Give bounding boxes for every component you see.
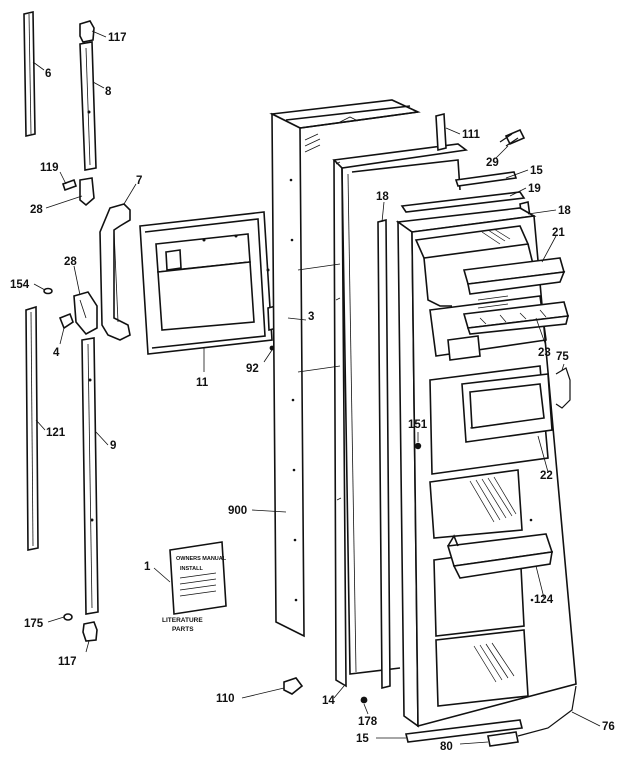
part-6-trim-strip [23,11,36,137]
part-11-dispenser-housing [139,211,273,355]
part-76-wire [517,685,577,737]
part-111-strip [435,112,447,152]
callout-154: 154 [10,279,30,291]
part-175-screw [63,613,73,621]
inner-door-liner [395,207,577,728]
part-15-bottom-trim [405,719,523,743]
callout-29: 29 [486,157,499,169]
part-75-wire [555,367,571,409]
part-7-handle [99,203,131,341]
callout-119: 119 [40,162,59,174]
part-28-lower-bracket [73,291,98,336]
callout-8: 8 [105,86,112,98]
callout-14: 14 [322,695,335,707]
callout-75: 75 [556,351,569,363]
callout-178: 178 [358,716,378,728]
callout-15-top: 15 [530,165,543,177]
part-121-trim-strip [25,305,39,551]
leader-lines [32,30,601,745]
part-18-left-strip [377,218,391,690]
part-4-clip [58,312,74,330]
literature-card-subtitle: INSTALL [180,566,203,572]
part-9-channel [81,337,99,615]
callout-9: 9 [110,440,116,452]
callout-117-top: 117 [108,32,127,44]
part-22-dispenser-cover [461,373,553,443]
callout-80: 80 [440,741,453,753]
callout-3: 3 [308,311,314,323]
literature-card-title: OWNERS MANUAL [176,556,227,562]
part-124-door-bin [446,533,554,579]
callout-111: 111 [462,129,481,141]
callout-151: 151 [408,419,428,431]
callout-labels: 117 6 8 119 28 7 28 154 4 121 9 11 92 3 … [10,32,615,753]
part-15-top-cap [454,171,518,187]
callout-11: 11 [196,377,209,389]
callout-117-bottom: 117 [58,656,77,668]
callout-28-upper: 28 [30,204,43,216]
part-151-screw [414,442,422,450]
callout-110: 110 [216,693,235,705]
callout-4: 4 [53,347,60,359]
part-178-screw [360,696,368,704]
callout-121: 121 [46,427,66,439]
part-14-gasket [332,143,469,688]
callout-15-bottom: 15 [356,733,369,745]
part-23-shelf [462,301,570,335]
callout-7: 7 [136,175,142,187]
callout-18-right: 18 [558,205,571,217]
part-80-clip [487,731,519,747]
part-8-channel [79,41,97,171]
callout-92: 92 [246,363,259,375]
callout-21: 21 [552,227,565,239]
literature-caption-line2: PARTS [172,626,194,633]
part-21-shelf [462,257,566,295]
callout-19: 19 [528,183,541,195]
part-29-screws [499,128,526,147]
callout-18-left: 18 [376,191,389,203]
callout-1: 1 [144,561,151,573]
part-119-screw [61,178,78,192]
callout-900: 900 [228,505,247,517]
callout-175: 175 [24,618,44,630]
callout-23: 23 [538,347,551,359]
part-154-screw [43,287,53,295]
callout-28-lower: 28 [64,256,77,268]
part-117-bottom-cap [82,621,98,642]
literature-card: OWNERS MANUAL INSTALL LITERATURE PARTS [162,541,227,633]
callout-76: 76 [602,721,615,733]
part-110-plug [283,677,304,695]
part-900-outer-door [269,99,421,638]
part-117-top-cap [79,20,95,43]
callout-22: 22 [540,470,553,482]
callout-6: 6 [45,68,51,80]
callout-124: 124 [534,594,554,606]
literature-caption-line1: LITERATURE [162,617,203,624]
part-19-top-trim [400,191,526,213]
part-28-upper-bracket [79,177,95,207]
